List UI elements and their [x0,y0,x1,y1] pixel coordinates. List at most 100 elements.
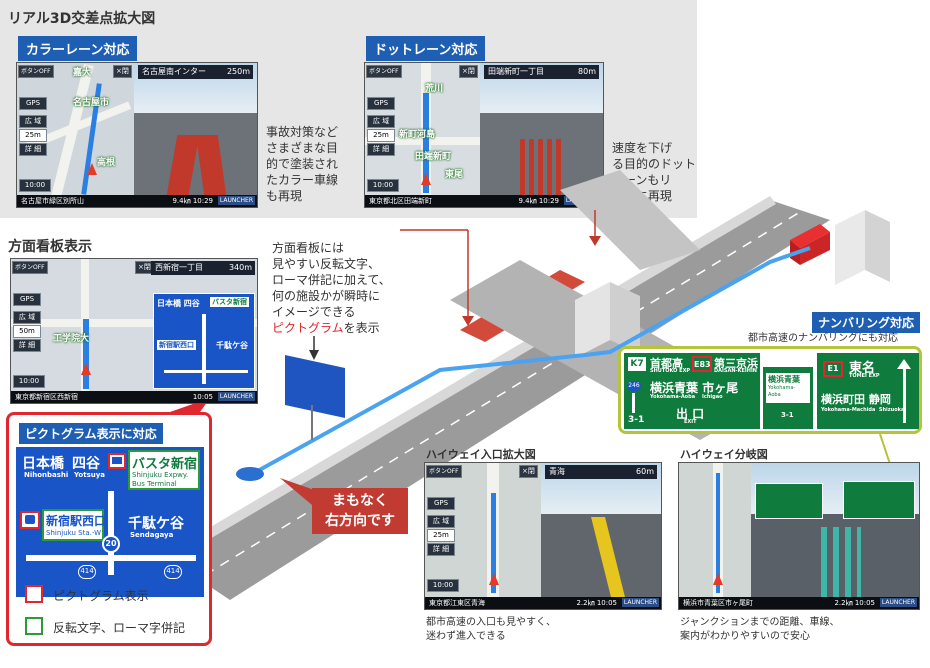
note-line: 速度を下げ [612,141,673,155]
note-line: も再現 [266,189,303,203]
sign-shutoko-en: SHUTOKO EXP [650,368,691,374]
detail-button[interactable]: 詳 細 [13,339,41,352]
button-off[interactable]: ボタンOFF [426,465,462,478]
sign-center-number: 3-1 [781,411,794,419]
signboard-note: 方面看板には 見やすい反転文字、 ローマ併記に加えて、 何の施設かが瞬時に イメ… [272,240,391,336]
clock: 10:00 [367,179,399,192]
launcher-button[interactable]: LAUNCHER [621,598,659,607]
hw-entrance-map[interactable]: ボタンOFF ×閉 GPS 広 域 25m 詳 細 10:00 [425,463,541,597]
note-line: 事故対策など [266,125,339,139]
launcher-button[interactable]: LAUNCHER [217,392,255,401]
note-line: 的で塗装され [266,157,339,171]
pictogram-tag: ピクトグラム表示に対応 [19,423,163,444]
map-label: 田端新町 [415,152,452,162]
direction-name: 名古屋南インター [142,67,206,76]
note-line: 案内がわかりやすいので安心 [680,631,810,642]
color-lane-note: 事故対策など さまざまな目 的で塗装され たカラー車線 も再現 [266,124,338,204]
wide-button[interactable]: 広 域 [13,311,41,324]
dot-lane-map[interactable]: 荒川 新町河島 田端新町 東尾 ボタンOFF ×閉 GPS 広 域 25m 詳 … [365,63,480,195]
dot-lane-note: 速度を下げ る目的のドット レーンもリ アルに再現 [612,140,696,204]
vehicle-position-icon [81,363,91,375]
gps-button[interactable]: GPS [427,497,455,510]
pictogram-sign: 日本橋 Nihonbashi 四谷 Yotsuya バスタ新宿 Shinjuku… [16,447,204,597]
scale-indicator: 50m [13,325,41,338]
note-line: 都市高速の入口も見やすく、 [426,617,556,628]
sign-sendagaya: 千駄ケ谷 [128,516,184,532]
pictogram-highlight: ピクトグラム [272,321,344,335]
sign-machida-en: Yokohama-Machida [821,407,876,413]
numbering-sign-center: 横浜青葉 Yokohama- Aoba 3-1 [763,367,813,429]
button-off[interactable]: ボタンOFF [18,65,54,78]
note-line: イメージできる [272,305,356,319]
gps-button[interactable]: GPS [19,97,47,110]
direction-name: 西新宿一丁目 [155,263,203,272]
detail-button[interactable]: 詳 細 [427,543,455,556]
scale-indicator: 25m [367,129,395,142]
close-button[interactable]: ×閉 [113,65,132,78]
signboard-thumbnail: 日本橋 四谷 バスタ新宿 新宿駅西口 千駄ケ谷 [153,293,255,389]
trip-info: 2.2㎞ 10:05 [576,599,617,607]
status-bar: 横浜市青葉区市ヶ尾町 2.2㎞ 10:05 LAUNCHER [679,597,919,609]
close-button[interactable]: ×閉 [519,465,538,478]
location-text: 東京都新宿区西新宿 [15,393,78,401]
scale-indicator: 25m [19,129,47,142]
real3d-title: リアル3D交差点拡大図 [8,11,156,27]
note-tail: を表示 [343,321,380,335]
wide-button[interactable]: 広 域 [19,115,47,128]
note-line: 見やすい反転文字、 [272,257,381,271]
direction-name: 青海 [549,467,565,476]
close-button[interactable]: ×閉 [459,65,478,78]
hw-entrance-note: 都市高速の入口も見やすく、 迷わず進入できる [426,616,556,644]
sign-shizuoka: 静岡 [868,393,891,406]
sign-shutoko: 首都高 [650,357,683,370]
turn-right-callout: まもなく 右方向です [312,488,408,534]
sign-nihonbashi: 日本橋 [157,299,181,308]
map-label: 高根 [97,158,116,168]
wide-button[interactable]: 広 域 [427,515,455,528]
detail-button[interactable]: 詳 細 [367,143,395,156]
note-line: ピクトグラムを表示 [272,320,391,336]
sign-station: 新宿駅西口 [46,514,107,528]
sign-exit-dest-en: Yokohama-Aoba Ichigao [650,394,723,400]
distance: 60m [636,467,654,476]
e1-badge: E1 [823,361,843,377]
close-button[interactable]: ×閉 [135,261,154,274]
sign-busta: バスタ新宿 [210,297,249,307]
note-line: る目的のドット [612,157,697,171]
hw-entrance-screen: ボタンOFF ×閉 GPS 広 域 25m 詳 細 10:00 青海 60m 東… [424,462,662,610]
launcher-button[interactable]: LAUNCHER [217,196,255,205]
button-off[interactable]: ボタンOFF [366,65,402,78]
sign-nihonbashi: 日本橋 [22,456,64,472]
hw-junction-map[interactable] [679,463,753,597]
status-bar: 東京都新宿区西新宿 10:05 LAUNCHER [11,391,257,403]
dot-lane-tag: ドットレーン対応 [366,36,486,61]
sign-right-dest: 横浜町田 静岡 [821,391,891,407]
color-lane-map[interactable]: 嘉大 名古屋市 高根 ボタンOFF ×閉 GPS 広 域 25m 詳 細 10:… [17,63,134,195]
signboard-map[interactable]: 工学院大 ボタンOFF ×閉 GPS 広 域 50m 詳 細 10:00 西新宿… [11,259,257,391]
hw-junction-note: ジャンクションまでの距離、車線、 案内がわかりやすいので安心 [680,616,840,644]
route-20-shield: 20 [102,535,120,553]
sign-sendagaya-en: Sendagaya [130,531,174,539]
note-line: たカラー車線 [266,173,339,187]
location-text: 東京都北区田端新町 [369,197,432,205]
detail-button[interactable]: 詳 細 [19,143,47,156]
sign-busta: バスタ新宿 [132,457,198,472]
wide-button[interactable]: 広 域 [367,115,395,128]
note-line: 迷わず進入できる [426,631,506,642]
gps-button[interactable]: GPS [13,293,41,306]
callout-line: 右方向です [325,513,395,529]
clock: 10:00 [427,579,459,592]
button-off[interactable]: ボタンOFF [12,261,48,274]
gps-button[interactable]: GPS [367,97,395,110]
e83-badge: E83 [692,356,712,372]
route-414-shield: 414 [78,565,96,579]
direction-bar: 田端新町一丁目 80m [484,65,599,79]
sign-ichigao-en: Ichigao [702,394,723,400]
distance: 250m [226,67,250,76]
hw-junction-screen: 横浜市青葉区市ヶ尾町 2.2㎞ 10:05 LAUNCHER [678,462,920,610]
k7-badge: K7 [627,356,647,372]
sign-exit: 出 口 [676,407,705,421]
junction-sign-left [755,483,823,519]
location-text: 東京都江東区青海 [429,599,485,607]
launcher-button[interactable]: LAUNCHER [879,598,917,607]
